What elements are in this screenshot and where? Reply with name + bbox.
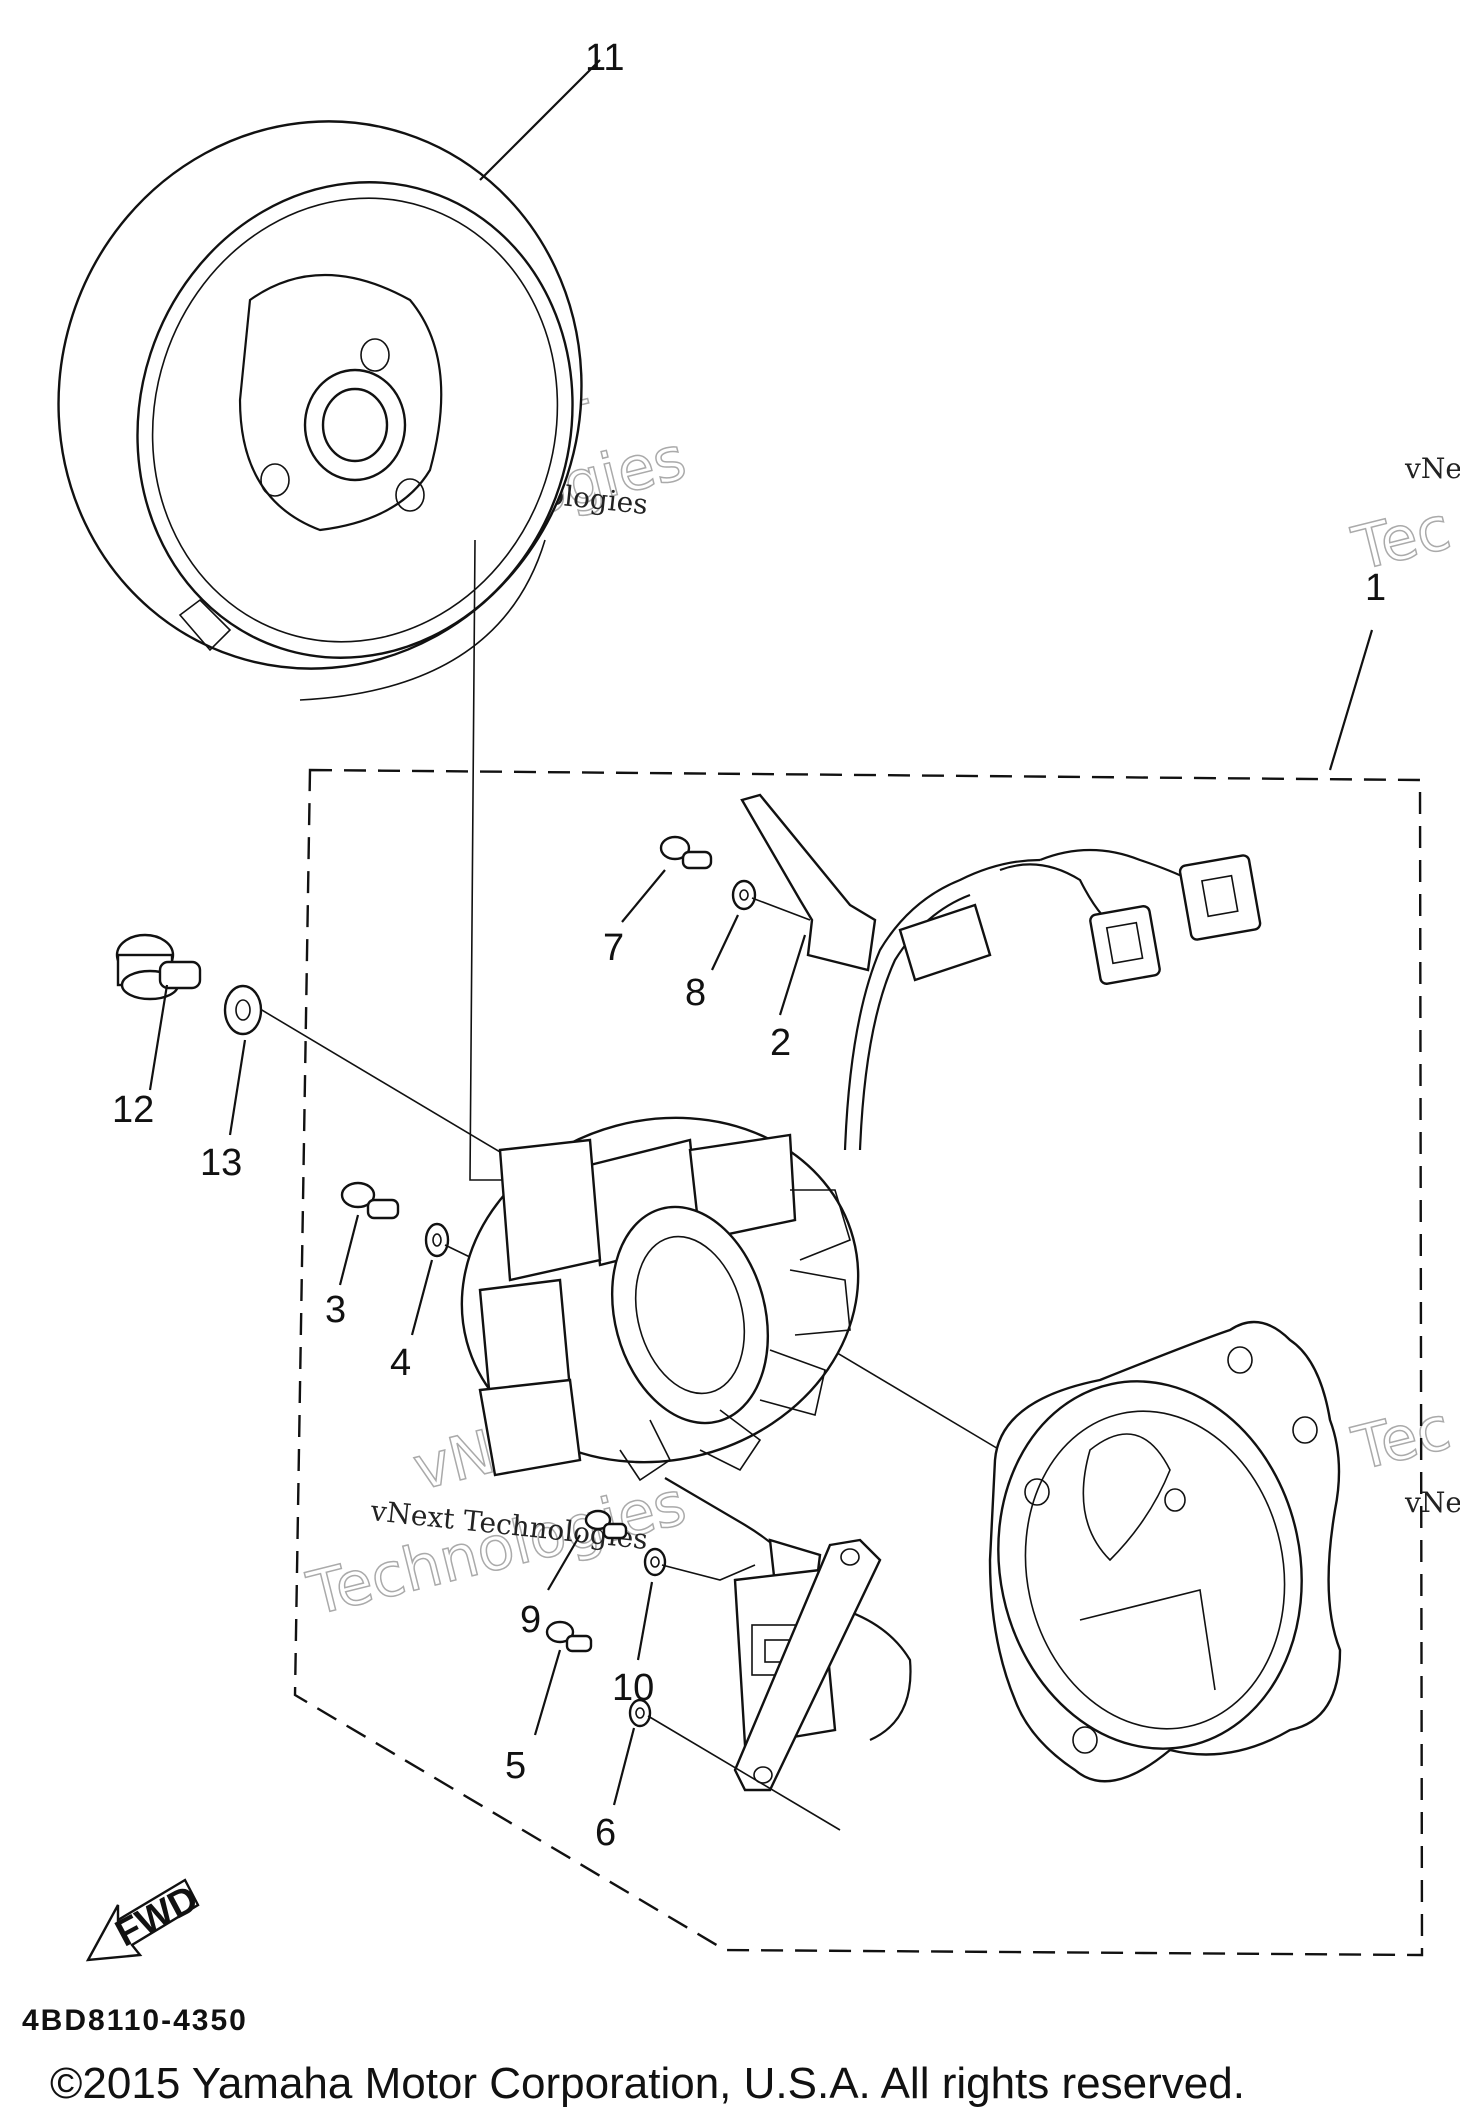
washer-10 xyxy=(643,1547,667,1577)
watermark-right-edge: vNe Tec vNe Tec xyxy=(1345,452,1460,1519)
fwd-arrow-icon: FWD xyxy=(85,1878,205,1962)
callout-12: 12 xyxy=(112,1089,154,1131)
copyright-notice: ©2015 Yamaha Motor Corporation, U.S.A. A… xyxy=(50,2059,1245,2108)
svg-text:Tec: Tec xyxy=(1346,493,1457,584)
callout-3: 3 xyxy=(325,1289,346,1331)
callout-labels: 11 1 2 7 8 12 13 3 4 9 10 5 6 xyxy=(112,37,1386,1854)
callout-8: 8 xyxy=(685,972,706,1014)
bolt-3 xyxy=(340,1181,400,1220)
rotor-flywheel xyxy=(57,120,583,701)
callout-1: 1 xyxy=(1365,567,1386,609)
reference-line-rotor xyxy=(469,539,520,1181)
diagram-code: 4BD8110-4350 xyxy=(22,2004,248,2037)
callout-13: 13 xyxy=(200,1142,242,1184)
svg-text:vNe: vNe xyxy=(1404,452,1460,485)
bolt-9 xyxy=(584,1509,628,1540)
bolt-7 xyxy=(659,835,713,870)
connector-left xyxy=(1089,905,1161,985)
callout-11: 11 xyxy=(585,37,624,79)
wire-harness xyxy=(843,848,1191,1151)
callout-9: 9 xyxy=(520,1599,541,1641)
pickup-coil xyxy=(733,1538,882,1792)
svg-text:FWD: FWD xyxy=(109,1878,205,1956)
callout-5: 5 xyxy=(505,1745,526,1787)
leader-lines xyxy=(148,59,1374,1806)
callout-6: 6 xyxy=(595,1812,616,1854)
washer-4 xyxy=(424,1222,450,1258)
bolt-12 xyxy=(115,933,202,1001)
washer-8 xyxy=(731,879,757,911)
svg-text:vNe: vNe xyxy=(1404,1486,1460,1519)
stator-assembly xyxy=(460,1116,860,1482)
callout-7: 7 xyxy=(603,927,624,969)
washer-13 xyxy=(223,984,263,1036)
crankcase-cover xyxy=(988,1320,1342,1783)
callout-10: 10 xyxy=(612,1667,654,1709)
bolt-5 xyxy=(545,1620,593,1653)
kit-boundary xyxy=(293,768,1424,1957)
bracket-2 xyxy=(740,793,877,972)
callout-2: 2 xyxy=(770,1022,791,1064)
callout-4: 4 xyxy=(390,1342,411,1384)
connector-right xyxy=(1178,854,1262,941)
svg-text:Tec: Tec xyxy=(1346,1393,1457,1484)
washer-6 xyxy=(628,1698,652,1728)
